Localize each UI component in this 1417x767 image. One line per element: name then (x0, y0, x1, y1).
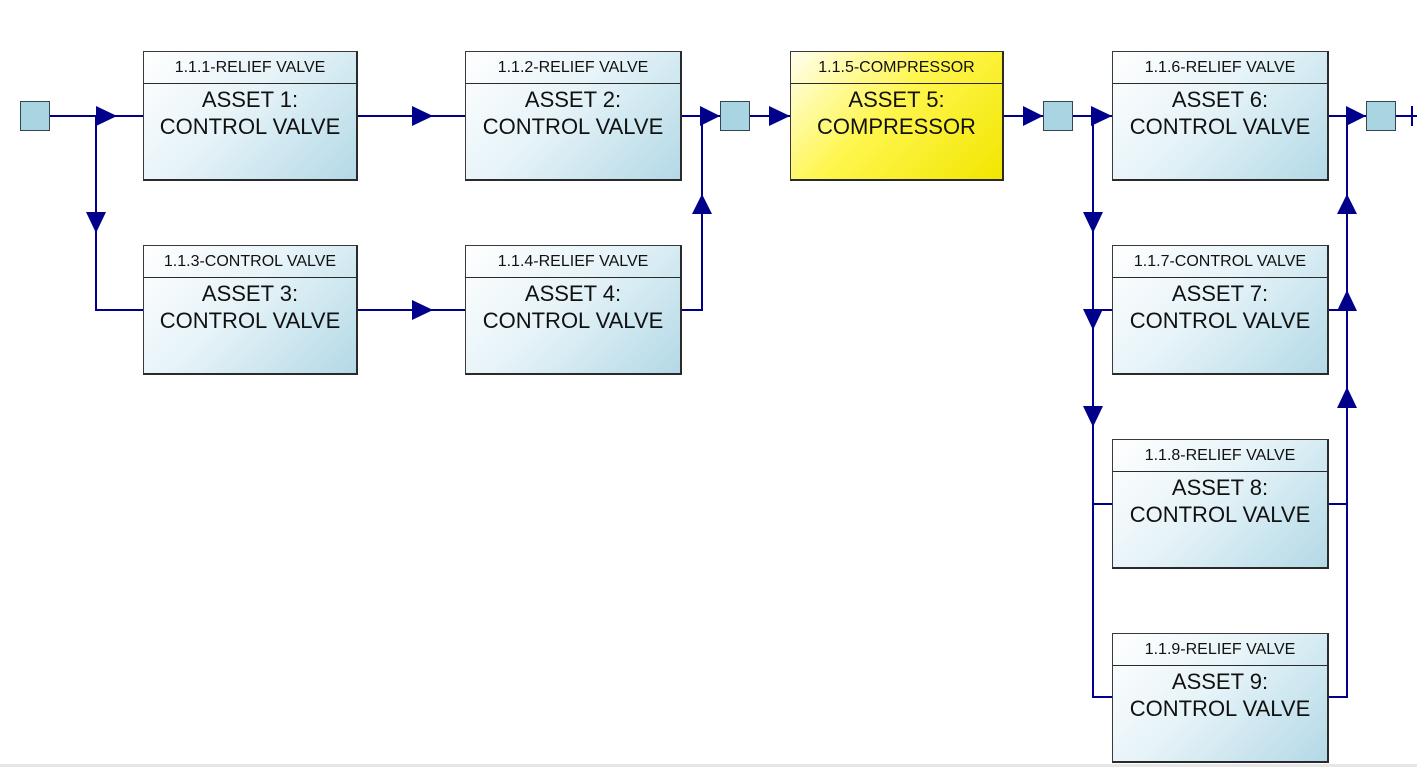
arrow-up-icon (1337, 194, 1357, 214)
block-asset-3[interactable]: 1.1.3-CONTROL VALVE ASSET 3:CONTROL VALV… (143, 245, 358, 375)
block-asset-7[interactable]: 1.1.7-CONTROL VALVE ASSET 7:CONTROL VALV… (1112, 245, 1329, 375)
block-subtitle: COMPRESSOR (817, 114, 976, 139)
block-asset-5[interactable]: 1.1.5-COMPRESSOR ASSET 5:COMPRESSOR (790, 51, 1004, 181)
arrow-down-icon (1083, 309, 1103, 330)
block-header: 1.1.4-RELIEF VALVE (466, 246, 680, 278)
block-subtitle: CONTROL VALVE (482, 114, 664, 139)
end-node[interactable] (1366, 101, 1396, 131)
arrow-right-icon (700, 106, 720, 126)
arrow-down-icon (86, 212, 106, 233)
block-header: 1.1.9-RELIEF VALVE (1113, 634, 1327, 666)
arrow-up-icon (692, 194, 712, 214)
block-header: 1.1.7-CONTROL VALVE (1113, 246, 1327, 278)
start-node[interactable] (20, 101, 50, 131)
connector-end (1396, 106, 1417, 126)
block-title: ASSET 9: (1171, 669, 1269, 694)
arrow-right-icon (1346, 106, 1366, 126)
horizontal-scrollbar[interactable] (0, 764, 1417, 767)
block-subtitle: CONTROL VALVE (159, 308, 341, 333)
arrow-right-icon (412, 300, 433, 320)
block-header: 1.1.6-RELIEF VALVE (1113, 52, 1327, 84)
block-asset-9[interactable]: 1.1.9-RELIEF VALVE ASSET 9:CONTROL VALVE (1112, 633, 1329, 763)
block-subtitle: CONTROL VALVE (1129, 114, 1311, 139)
block-subtitle: CONTROL VALVE (1129, 502, 1311, 527)
block-subtitle: CONTROL VALVE (159, 114, 341, 139)
arrow-heads (86, 106, 1366, 427)
block-asset-1[interactable]: 1.1.1-RELIEF VALVE ASSET 1:CONTROL VALVE (143, 51, 358, 181)
connector-lines (50, 106, 1417, 698)
block-title: ASSET 6: (1171, 87, 1269, 112)
arrow-right-icon (412, 106, 433, 126)
block-title: ASSET 5: (848, 87, 945, 112)
block-header: 1.1.8-RELIEF VALVE (1113, 440, 1327, 472)
connector-b4-join (682, 116, 703, 311)
block-title: ASSET 7: (1171, 281, 1269, 306)
block-header: 1.1.2-RELIEF VALVE (466, 52, 680, 84)
block-header: 1.1.5-COMPRESSOR (791, 52, 1002, 84)
block-title: ASSET 4: (524, 281, 622, 306)
block-asset-2[interactable]: 1.1.2-RELIEF VALVE ASSET 2:CONTROL VALVE (465, 51, 682, 181)
arrow-right-icon (1023, 106, 1043, 126)
block-header: 1.1.1-RELIEF VALVE (144, 52, 356, 84)
arrow-down-icon (1083, 406, 1103, 427)
arrow-right-icon (769, 106, 790, 126)
arrow-right-icon (1091, 106, 1112, 126)
join-node-1[interactable] (720, 101, 750, 131)
block-asset-6[interactable]: 1.1.6-RELIEF VALVE ASSET 6:CONTROL VALVE (1112, 51, 1329, 181)
block-asset-4[interactable]: 1.1.4-RELIEF VALVE ASSET 4:CONTROL VALVE (465, 245, 682, 375)
block-subtitle: CONTROL VALVE (482, 308, 664, 333)
arrow-down-icon (1083, 212, 1103, 233)
arrow-up-icon (1337, 387, 1357, 408)
block-header: 1.1.3-CONTROL VALVE (144, 246, 356, 278)
block-title: ASSET 3: (201, 281, 299, 306)
block-title: ASSET 1: (201, 87, 299, 112)
arrow-up-icon (1337, 290, 1357, 311)
arrow-right-icon (96, 106, 117, 126)
block-asset-8[interactable]: 1.1.8-RELIEF VALVE ASSET 8:CONTROL VALVE (1112, 439, 1329, 569)
block-title: ASSET 8: (1171, 475, 1269, 500)
block-subtitle: CONTROL VALVE (1129, 696, 1311, 721)
join-node-2[interactable] (1043, 101, 1073, 131)
block-title: ASSET 2: (524, 87, 622, 112)
block-subtitle: CONTROL VALVE (1129, 308, 1311, 333)
